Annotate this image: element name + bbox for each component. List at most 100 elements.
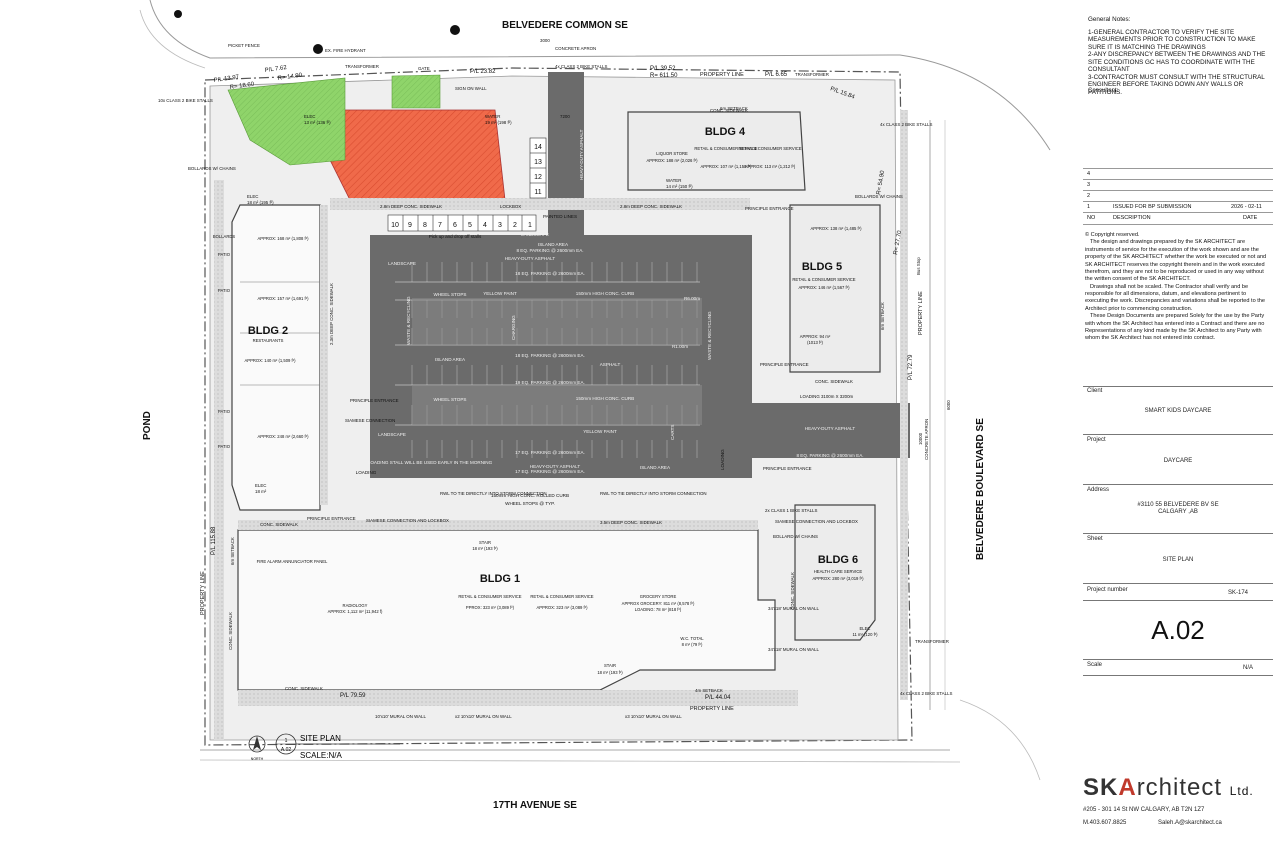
site-loading-dim: LOADING 3100m X 3200m — [800, 394, 854, 399]
site-pl-nw4: R= 14.90 — [277, 73, 303, 82]
site-walk-b2-deep: 2.3m DEEP CONC. SIDEWALK — [329, 283, 334, 345]
site-dim-10000: 10000 — [918, 432, 923, 445]
tree-icon — [450, 25, 460, 35]
bldg-5-label: BLDG 5 — [802, 261, 842, 273]
pk-curb1: 150mm HIGH CONC. CURB — [576, 291, 634, 296]
b4-retail2-area: APPROX: 113 m² (1,212 f²) — [745, 164, 796, 169]
b1-stair-bottom: STAIR — [604, 663, 616, 668]
pk-heavy1: HEAVY-DUTY ASPHALT — [505, 256, 556, 261]
copyright-p3: These Design Documents are prepared Sole… — [1085, 313, 1265, 342]
site-dim-6000: 6000 — [946, 400, 951, 410]
b2-patio3: PATIO — [218, 409, 231, 414]
site-walk-w: CONC. SIDEWALK — [228, 612, 233, 650]
site-rwl2: RWL TO TIE DIRECTLY INTO STORM CONNECTIO… — [600, 491, 707, 496]
project-number-label: Project number — [1087, 587, 1128, 593]
b6-elec: ELEC — [860, 626, 871, 631]
b1-fire-panel: FIRE ALARM ANNUNCIATOR PANEL — [257, 559, 328, 564]
site-walk-b1-top: 3.5m DEEP CONC. SIDEWALK — [600, 520, 662, 525]
stall-number: 4 — [483, 222, 487, 229]
b1-retail2: RETAIL & CONSUMER SERVICE — [530, 594, 593, 599]
client-label: Client — [1087, 388, 1103, 394]
b1-retail2-area: APPROX: 323 m² (3,089 f²) — [537, 605, 589, 610]
bldg-4-footprint — [627, 111, 806, 191]
pk-waste2: WASTE & RECYCLING — [707, 311, 712, 360]
pk-wheel3: WHEEL STOPS @ TYP. — [505, 501, 555, 506]
project-value: DAYCARE — [1163, 458, 1193, 464]
bldg-4-label: BLDG 4 — [705, 126, 746, 138]
firm-logo: SKArchitect Ltd. — [1083, 773, 1273, 803]
site-pl-e2: R= 54.90 — [876, 170, 886, 196]
site-principle4: PRINCIPLE ENTRANCE — [763, 466, 812, 471]
site-bike-se: 4x CLASS 2 BIKE STALLS — [900, 691, 952, 696]
site-hydrant: EX. FIRE HYDRANT — [325, 48, 366, 53]
logo-sk: SK — [1083, 774, 1119, 801]
b1-wc: W.C. TOTAL — [680, 636, 704, 641]
fire-hydrant-icon — [313, 44, 323, 54]
b2-area1: APPROX: 168 m² (1,808 f²) — [258, 236, 310, 241]
site-principle3: PRINCIPLE ENTRANCE — [745, 206, 794, 211]
b1-stair-top: STAIR — [479, 540, 491, 545]
b1-radiology-area: APPROX: 1,112 m² (11,942 f) — [328, 609, 383, 614]
site-walk-b5: CONC. SIDEWALK — [815, 379, 853, 384]
b4-retail1: RETAIL & CONSUMER SERVICE — [694, 146, 757, 151]
tree-icon — [174, 10, 182, 18]
b5-retail: RETAIL & CONSUMER SERVICE — [792, 277, 855, 282]
street-north: BELVEDERE COMMON SE — [502, 20, 628, 31]
site-water-area: 19 m² (198 f²) — [485, 120, 512, 125]
site-pl-s1: P/L 79.59 — [340, 693, 366, 699]
legend-circle-bottom: A.02 — [281, 747, 292, 753]
pk-yellow1: YELLOW PAINT — [483, 291, 517, 296]
site-bike-nw: 10x CLASS 2 BIKE STALLS — [158, 98, 213, 103]
stall-number: 9 — [408, 222, 412, 229]
stall-number: 6 — [453, 222, 457, 229]
pk-row4: 19 EQ. PARKING @ 2600mm EA. — [515, 380, 585, 385]
site-mural2: x2 10'x10' MURAL ON WALL — [455, 714, 512, 719]
site-setback-w: 6m SETBACK — [230, 537, 235, 565]
copyright-p2: Drawings shall not be scaled. The Contra… — [1085, 283, 1266, 312]
b1-radiology: RADIOLOGY — [343, 603, 368, 608]
pk-loading2: LOADING — [720, 449, 725, 470]
site-bollards-w: BOLLARDS W/ CHAINS — [188, 166, 236, 171]
stall-number: 2 — [513, 222, 517, 229]
b2-patio1: PATIO — [218, 252, 231, 257]
site-water: WATER — [485, 114, 500, 119]
pk-radius1: R1.00m — [672, 344, 688, 349]
pk-heavy2: HEAVY-DUTY ASPHALT — [530, 464, 581, 469]
b5-area1: APPROX: 138 m² (1,485 f²) — [811, 226, 863, 231]
site-walk-s: CONC. SIDEWALK — [285, 686, 323, 691]
landscape-nw — [227, 77, 346, 166]
site-elec-w: ELEC — [247, 194, 258, 199]
site-dim-7200: 7200 — [560, 114, 570, 119]
stall-number: 13 — [534, 159, 542, 166]
street-east: BELVEDERE BOULEVARD SE — [975, 418, 986, 560]
site-property-e: PROPERTY LINE — [918, 291, 924, 335]
site-transformer-ne: TRANSFORMER — [795, 72, 829, 77]
site-pl-n3: R= 611.50 — [650, 73, 678, 79]
site-transformer-n: TRANSFORMER — [345, 64, 379, 69]
notes-heading: General Notes: — [1088, 16, 1131, 23]
address-line1: #3110 55 BELVEDERE BV SE — [1137, 502, 1219, 508]
pk-wheel2: WHEEL STOPS — [434, 397, 467, 402]
site-elec-b1: ELEC — [255, 483, 266, 488]
firm-phone: M.403.607.8825 — [1083, 820, 1127, 826]
pk-asphalt: ASPHALT — [600, 362, 621, 367]
b1-retail1: RETAIL & CONSUMER SERVICE — [458, 594, 521, 599]
stall-number: 11 — [534, 189, 541, 196]
street-west: POND — [142, 411, 153, 440]
b1-grocery: GROCERY STORE — [640, 594, 677, 599]
site-pl-n4: P/L 6.65 — [765, 72, 788, 78]
pk-pickup: Pick up and drop off stalls — [429, 234, 482, 239]
pk-painted: PAINTED LINES — [543, 214, 577, 219]
pk-heavy4: HEAVY-DUTY ASPHALT — [579, 129, 584, 180]
pk-row2: 18 EQ. PARKING @ 2600mm EA. — [515, 271, 585, 276]
site-siamese2: SIAMESE CONNECTION AND LOCKBOX — [775, 519, 858, 524]
stall-number: 7 — [438, 222, 442, 229]
copyright-block: © Copyright reserved. The design and dra… — [1085, 232, 1270, 343]
pk-charging: CHARGING — [511, 315, 516, 340]
bldg-2-label: BLDG 2 — [248, 325, 288, 337]
pk-island1: ISLAND AREA — [538, 242, 569, 247]
site-bollards-b6: BOLLARD W/ CHAINS — [773, 534, 818, 539]
site-busstop: Bus Stop — [916, 257, 921, 275]
pk-yellow2: YELLOW PAINT — [583, 429, 617, 434]
